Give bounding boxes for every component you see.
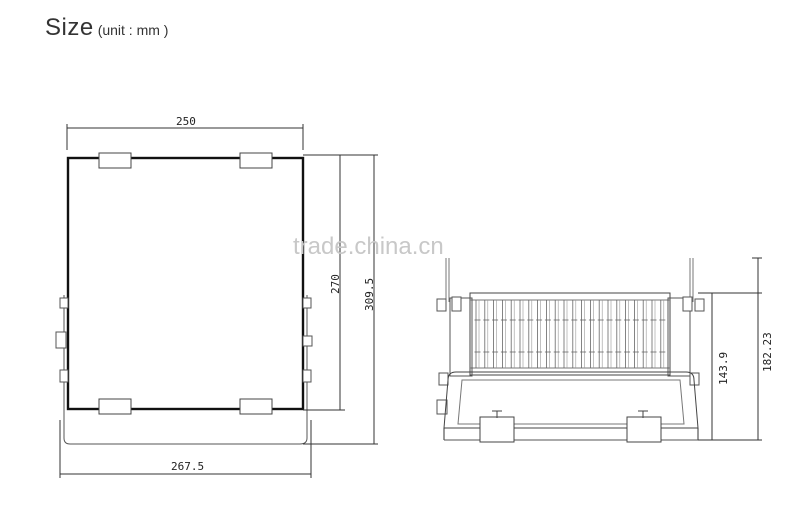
mount-clip <box>239 398 273 415</box>
bolt <box>451 296 462 312</box>
dim-label-309-5: 309.5 <box>363 278 376 311</box>
bolt <box>694 298 705 312</box>
mount-clip <box>98 398 132 415</box>
mount-clip <box>98 152 132 169</box>
dim-label-267-5: 267.5 <box>171 460 204 473</box>
page-title: Size(unit : mm ) <box>45 14 168 42</box>
dim-label-270: 270 <box>329 274 342 294</box>
bolt <box>302 297 312 309</box>
bolt <box>302 335 313 347</box>
clip-screw <box>638 410 648 418</box>
cable-gland <box>436 399 448 415</box>
side-plate <box>667 297 691 377</box>
dim-label-182-23: 182.23 <box>761 332 774 372</box>
housing-inner <box>457 379 685 425</box>
bolt <box>59 297 69 309</box>
side-view <box>436 257 762 443</box>
mount-clip <box>479 416 515 443</box>
bolt <box>682 296 693 312</box>
heat-sink <box>469 292 671 376</box>
bolt <box>438 372 449 386</box>
u-bracket <box>63 420 308 445</box>
bolt <box>436 298 447 312</box>
unit-label: (unit : mm ) <box>97 22 169 38</box>
lamp-housing <box>443 371 699 429</box>
dim-label-250: 250 <box>176 115 196 128</box>
mount-clip <box>626 416 662 443</box>
bolt <box>59 369 69 383</box>
cable-gland <box>55 331 67 349</box>
clip-screw <box>492 410 502 418</box>
title-text: Size <box>45 14 94 41</box>
bolt <box>302 369 312 383</box>
front-view <box>55 124 378 478</box>
heat-sink-fins <box>474 300 666 368</box>
lamp-body <box>66 156 305 411</box>
watermark-text: trade.china.cn <box>293 233 444 260</box>
mount-clip <box>239 152 273 169</box>
dim-label-143-9: 143.9 <box>717 352 730 385</box>
